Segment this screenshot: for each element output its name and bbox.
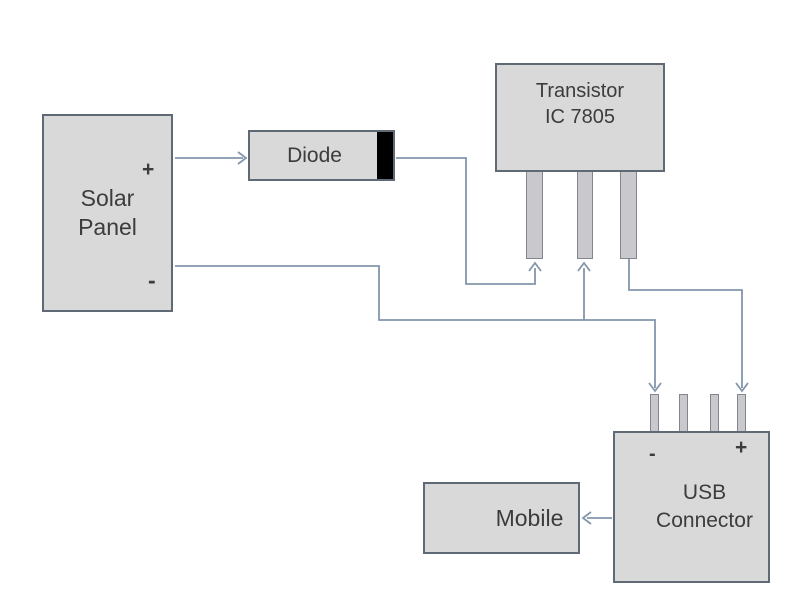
usb-connector-label: USB Connector [615,433,768,581]
solar-panel-label-line2: Panel [78,214,137,240]
solar-panel-negative-label: - [148,267,156,293]
transistor-node: Transistor IC 7805 [495,63,665,172]
diode-node: Diode [248,130,395,181]
diode-label: Diode [287,144,342,167]
usb-pin-2 [679,394,688,432]
solar-panel-node: Solar Panel + - [42,114,173,312]
usb-pin-1 [650,394,659,432]
wire-solar-negative-to-transistor-leg-2 [175,265,585,321]
arrowhead-up-into-leg-2-icon [577,261,591,272]
wire-transistor-leg-3-to-usb-pin-4 [628,259,743,388]
transistor-label-line2: IC 7805 [544,106,616,128]
mobile-label: Mobile [495,504,564,531]
usb-pin-4 [737,394,746,432]
mobile-node: Mobile [423,482,580,554]
solar-panel-positive-label: + [142,158,155,181]
wire-diode-to-transistor-leg-1 [396,157,536,285]
usb-positive-label: + [735,436,748,459]
solar-panel-label: Solar Panel [44,116,171,310]
usb-connector-label-line2: Connector [656,509,753,532]
arrowhead-down-into-pin-4-icon [735,382,749,393]
arrowhead-down-into-pin-1-icon [648,382,662,393]
transistor-leg-3 [620,171,637,259]
transistor-label-line1: Transistor [535,80,625,102]
usb-connector-node: USB Connector - + [613,431,770,583]
usb-negative-label: - [649,443,656,465]
transistor-label: Transistor IC 7805 [497,65,663,170]
transistor-leg-2 [577,171,593,259]
usb-pin-3 [710,394,719,432]
arrowhead-right-into-diode-icon [237,151,248,165]
usb-connector-label-line1: USB [682,481,727,504]
transistor-leg-1 [526,171,543,259]
solar-panel-label-line1: Solar [80,185,135,211]
arrowhead-up-into-leg-1-icon [528,261,542,272]
wire-negative-bus-to-usb-pin-1 [584,319,656,388]
arrowhead-left-into-mobile-icon [581,511,592,525]
diode-cathode-band [377,132,393,179]
